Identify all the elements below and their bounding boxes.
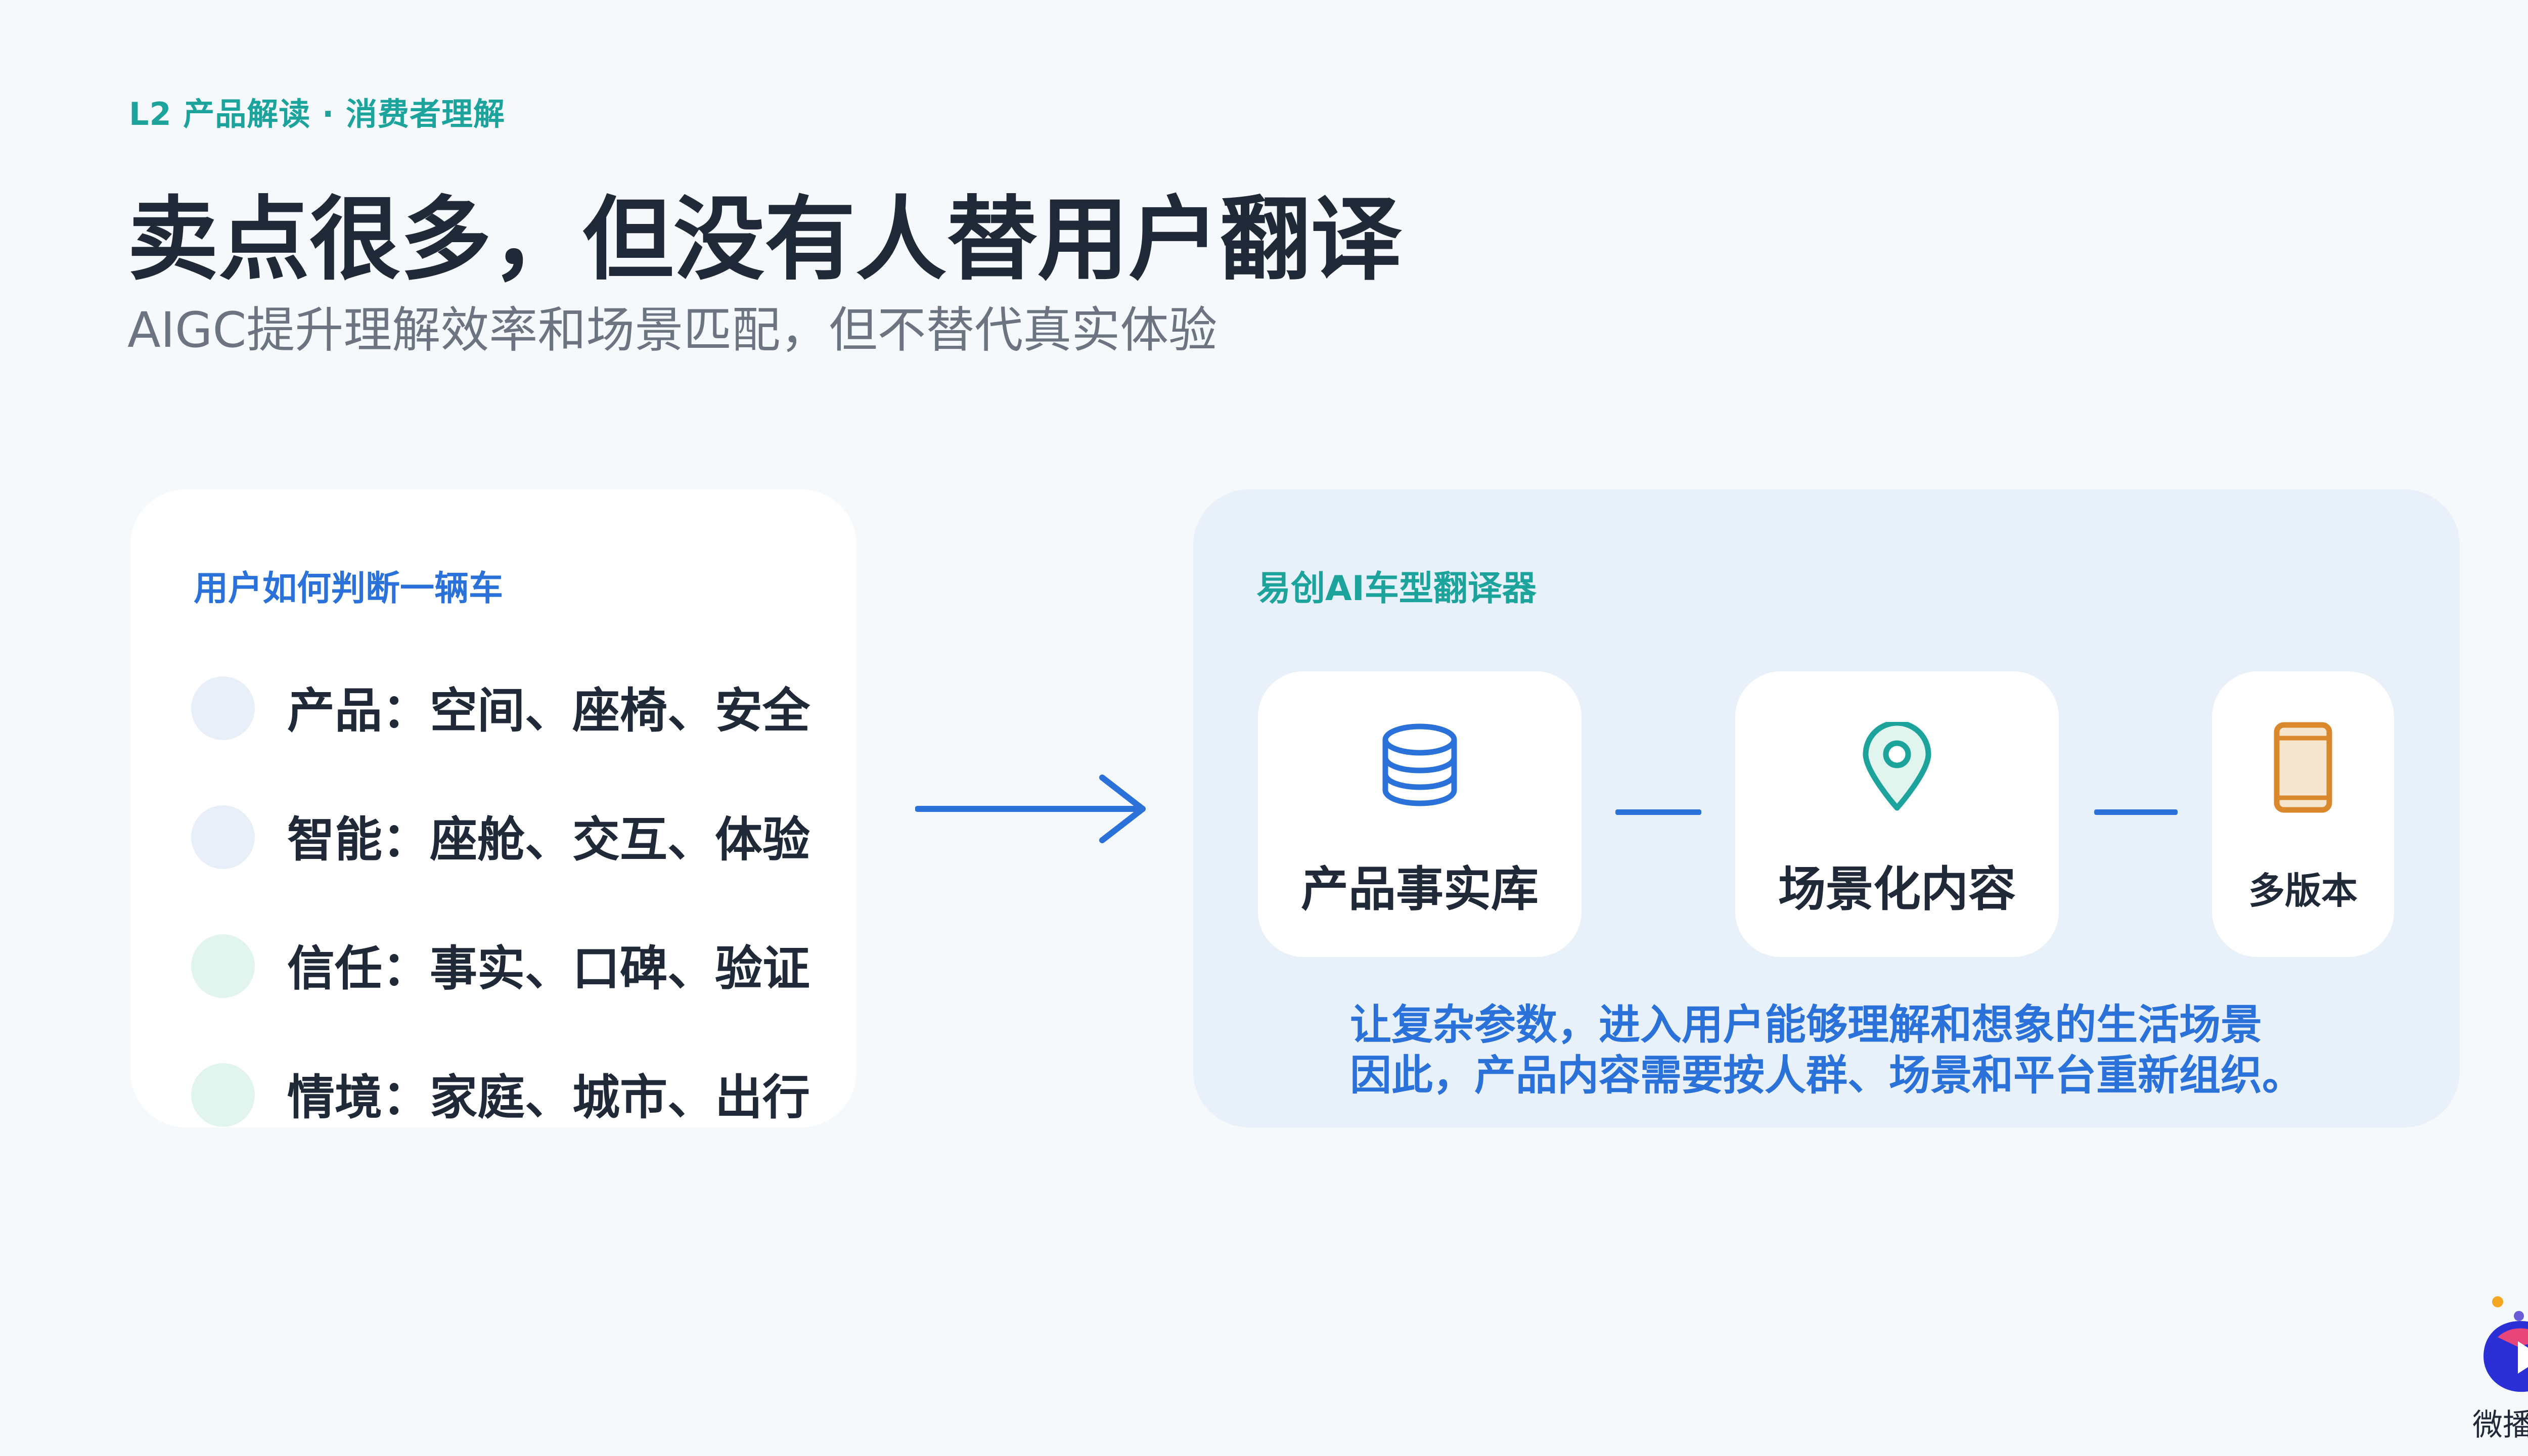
step-card-scene-content: 场景化内容 — [1735, 671, 2059, 957]
factor-text: 情境：家庭、城市、出行 — [287, 1070, 810, 1125]
bullet-dot-icon — [191, 676, 255, 740]
brand-name: 微播易 — [2472, 1407, 2528, 1443]
brand-logo: 微播易 — [2467, 1292, 2528, 1443]
page-subtitle: AIGC提升理解效率和场景匹配，但不替代真实体验 — [127, 302, 1217, 358]
step-card-fact-library: 产品事实库 — [1258, 671, 1582, 957]
ai-translator-panel: 易创AI车型翻译器 产品事实库 场景化内容 — [1193, 489, 2460, 1127]
bullet-dot-icon — [191, 934, 255, 998]
page-title: 卖点很多，但没有人替用户翻译 — [127, 187, 1402, 293]
user-judgement-card: 用户如何判断一辆车 产品：空间、座椅、安全 智能：座舱、交互、体验 信任：事实、… — [130, 489, 856, 1127]
panel-note-line-2: 因此，产品内容需要按人群、场景和平台重新组织。 — [1350, 1052, 2304, 1100]
factor-item-smart: 智能：座舱、交互、体验 — [191, 805, 848, 881]
arrow-right-icon — [915, 774, 1153, 846]
user-judgement-heading: 用户如何判断一辆车 — [194, 569, 504, 609]
bullet-dot-icon — [191, 1063, 255, 1127]
step-card-multi-version: 多版本 — [2212, 671, 2394, 957]
factor-item-trust: 信任：事实、口碑、验证 — [191, 934, 848, 1010]
panel-note-line-1: 让复杂参数，进入用户能够理解和想象的生活场景 — [1350, 1001, 2263, 1049]
play-logo-icon — [2484, 1296, 2528, 1392]
step-label: 产品事实库 — [1300, 862, 1539, 917]
step-label: 场景化内容 — [1778, 862, 2016, 917]
step-label: 多版本 — [2248, 870, 2358, 912]
step-connector — [1615, 809, 1701, 815]
bullet-dot-icon — [191, 805, 255, 869]
panel-note: 让复杂参数，进入用户能够理解和想象的生活场景 因此，产品内容需要按人群、场景和平… — [1350, 1000, 2304, 1101]
factor-text: 智能：座舱、交互、体验 — [287, 812, 810, 868]
factor-item-context: 情境：家庭、城市、出行 — [191, 1063, 848, 1127]
factor-item-product: 产品：空间、座椅、安全 — [191, 676, 848, 752]
location-pin-icon — [1862, 720, 1932, 815]
ai-translator-heading: 易创AI车型翻译器 — [1256, 569, 1537, 609]
factor-text: 产品：空间、座椅、安全 — [287, 684, 810, 739]
factor-text: 信任：事实、口碑、验证 — [287, 941, 810, 996]
database-icon — [1379, 722, 1460, 810]
mobile-phone-icon — [2273, 722, 2333, 815]
section-kicker: L2 产品解读 · 消费者理解 — [129, 96, 505, 132]
step-connector — [2094, 809, 2178, 815]
